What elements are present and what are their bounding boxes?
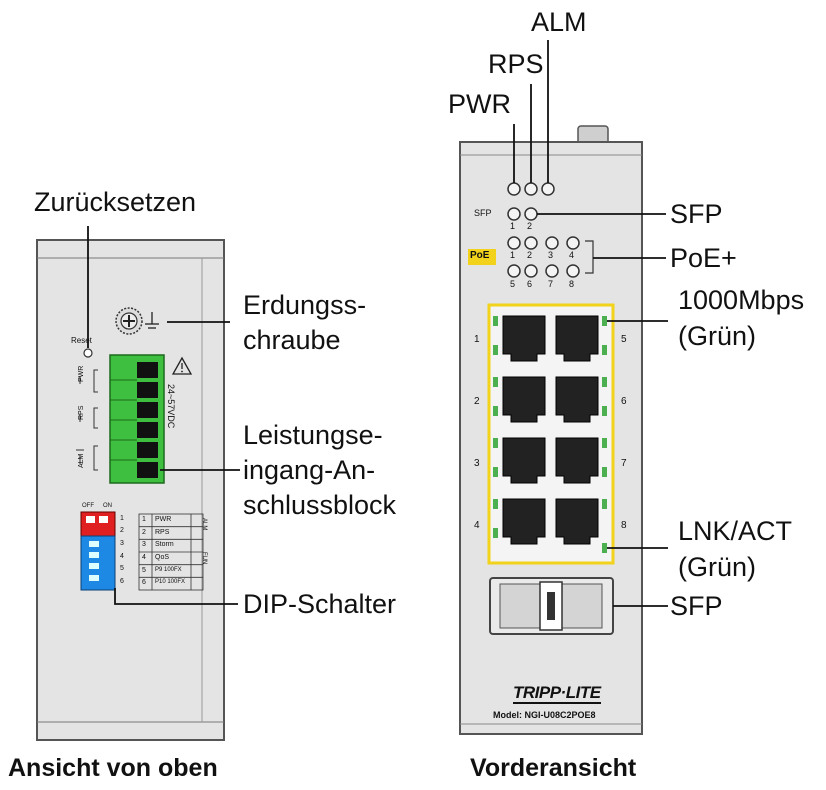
port-number: 8 — [621, 520, 627, 531]
pwr-text: PWR — [78, 365, 85, 382]
speed-label-1: 1000Mbps — [678, 285, 805, 315]
pwr-label: PWR — [448, 89, 511, 119]
rj45-port-block — [487, 303, 615, 565]
top-view-caption: Ansicht von oben — [8, 754, 218, 782]
dip-row-num: 1 — [120, 515, 124, 522]
poe-led-num: 1 — [510, 250, 516, 260]
dip-side-bottom-text: FUN — [201, 552, 207, 565]
dip-table-num: 1 — [142, 516, 146, 523]
dip-table-drawing — [138, 513, 204, 591]
rps-text: RPS — [78, 405, 85, 420]
speed-label-2: (Grün) — [678, 321, 757, 351]
port-number: 5 — [621, 334, 627, 345]
dip-off-text: OFF — [82, 503, 94, 509]
alm-text: ALM — [78, 453, 85, 468]
port-number: 6 — [621, 396, 627, 407]
sfp-led-num: 2 — [527, 221, 533, 231]
top-view-leader-lines — [87, 226, 240, 605]
dip-table-label: PWR — [155, 516, 172, 523]
power-input-label-1: Leistungse- — [243, 420, 383, 450]
sfp-led-group-text: SFP — [474, 208, 492, 218]
dip-table-label: P9 100FX — [155, 567, 182, 573]
port-number: 1 — [474, 334, 480, 345]
voltage-text: 24~57VDC — [166, 384, 176, 429]
ground-screw-label-1: Erdungss- — [243, 290, 367, 320]
terminal-bracket-marks — [76, 369, 98, 471]
poe-led-num: 6 — [527, 279, 533, 289]
front-view-caption: Vorderansicht — [470, 754, 637, 782]
dip-switch-label: DIP-Schalter — [243, 589, 397, 619]
rps-label: RPS — [488, 49, 544, 79]
dip-table-num: 4 — [142, 554, 146, 561]
port-number: 7 — [621, 458, 627, 469]
port-number: 2 — [474, 396, 480, 407]
sfp-port-label: SFP — [670, 591, 723, 621]
dip-table-num: 5 — [142, 567, 146, 574]
front-view-leader-lines — [513, 40, 668, 607]
poe-led-num: 3 — [548, 250, 554, 260]
poe-label: PoE+ — [670, 243, 737, 273]
dip-row-num: 5 — [120, 565, 124, 572]
dip-table-num: 6 — [142, 579, 146, 586]
dip-side-top-text: ALM — [201, 518, 207, 531]
poe-led-num: 5 — [510, 279, 516, 289]
alm-label: ALM — [531, 7, 587, 37]
poe-bracket — [585, 240, 594, 274]
dip-table-num: 3 — [142, 541, 146, 548]
power-terminal-block — [109, 354, 165, 484]
lnk-act-label-2: (Grün) — [678, 552, 757, 582]
power-input-label-2: ingang-An- — [243, 455, 376, 485]
dip-on-text: ON — [103, 503, 112, 509]
sfp-cage-drawing — [489, 577, 614, 635]
poe-led-num: 2 — [527, 250, 533, 260]
sfp-led-num: 1 — [510, 221, 516, 231]
dip-table-label: RPS — [155, 529, 170, 536]
poe-led-num: 7 — [548, 279, 554, 289]
reset-label: Zurücksetzen — [34, 187, 197, 217]
ground-screw-label-2: chraube — [243, 325, 341, 355]
brand-logo: TRIPP·LITE — [513, 683, 601, 704]
sfp-led-label: SFP — [670, 199, 723, 229]
dip-row-num: 6 — [120, 578, 124, 585]
port-number: 3 — [474, 458, 480, 469]
poe-leds — [507, 236, 580, 278]
reset-button-drawing — [83, 348, 93, 358]
dip-table-label: Storm — [155, 541, 174, 548]
poe-led-num: 4 — [569, 250, 575, 260]
dip-table-label: QoS — [155, 554, 170, 561]
lnk-act-label-1: LNK/ACT — [678, 516, 793, 546]
dip-table-num: 2 — [142, 529, 146, 536]
model-text: Model: NGI-U08C2POE8 — [493, 710, 596, 720]
warning-icon — [171, 356, 193, 375]
dip-switch-drawing — [80, 511, 116, 591]
reset-text: Reset — [71, 336, 92, 345]
poe-badge-text: PoE — [470, 250, 490, 261]
poe-led-num: 8 — [569, 279, 575, 289]
port-number: 4 — [474, 520, 480, 531]
dip-row-num: 2 — [120, 527, 124, 534]
poe-badge-bg — [468, 249, 496, 265]
power-input-label-3: schlussblock — [243, 490, 397, 520]
dip-table-label: P10 100FX — [155, 579, 186, 585]
dip-row-num: 3 — [120, 540, 124, 547]
status-leds — [507, 182, 555, 196]
ground-screw-icon — [115, 307, 159, 335]
dip-row-num: 4 — [120, 553, 124, 560]
